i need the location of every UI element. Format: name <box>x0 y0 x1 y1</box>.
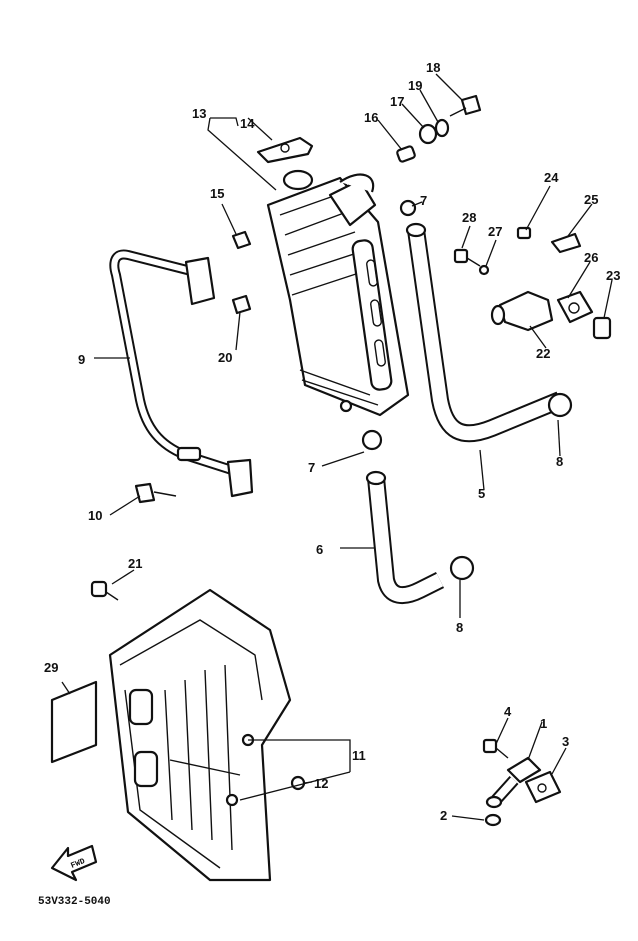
gasket-26 <box>556 290 594 324</box>
hose-6 <box>365 470 445 605</box>
screw-12 <box>290 775 306 791</box>
callout-22: 22 <box>536 346 550 361</box>
hose-5 <box>405 222 564 443</box>
radiator <box>266 169 410 417</box>
callout-10: 10 <box>88 508 102 523</box>
callout-20: 20 <box>218 350 232 365</box>
callout-1: 1 <box>540 716 547 731</box>
callout-3: 3 <box>562 734 569 749</box>
bolt-21 <box>90 580 119 601</box>
gasket-3 <box>524 770 562 804</box>
callout-27: 27 <box>488 224 502 239</box>
label-29 <box>50 680 98 764</box>
washer-19 <box>434 118 450 138</box>
radiator-guard-pipe <box>109 249 254 498</box>
callout-8-lower: 8 <box>456 620 463 635</box>
callout-15: 15 <box>210 186 224 201</box>
hose-clamp-7-upper <box>399 199 417 217</box>
callout-24: 24 <box>544 170 559 185</box>
callout-23: 23 <box>606 268 620 283</box>
callout-8-upper: 8 <box>556 454 563 469</box>
callout-11: 11 <box>352 748 366 763</box>
callout-13: 13 <box>192 106 206 121</box>
callout-4: 4 <box>504 704 512 719</box>
collar-16 <box>396 145 416 163</box>
washer-27 <box>478 264 490 276</box>
cap-bracket <box>256 136 314 164</box>
callout-26: 26 <box>584 250 598 265</box>
callout-18: 18 <box>426 60 440 75</box>
bolt-10 <box>134 482 177 504</box>
callout-14: 14 <box>240 116 255 131</box>
bolt-18 <box>449 94 482 117</box>
radiator-cover <box>108 588 292 882</box>
grommet-20 <box>231 294 252 315</box>
callout-7-lower: 7 <box>308 460 315 475</box>
hose-clamp-7-lower <box>361 429 383 451</box>
callout-labels: 13 14 15 20 9 10 16 17 19 18 7 7 5 8 6 8… <box>44 60 620 823</box>
callout-25: 25 <box>584 192 598 207</box>
callout-16: 16 <box>364 110 378 125</box>
callout-28: 28 <box>462 210 476 225</box>
fwd-arrow: FWD <box>50 844 98 882</box>
callout-19: 19 <box>408 78 422 93</box>
part-code: 53V332-5040 <box>38 896 111 908</box>
grommet-15 <box>231 230 252 250</box>
callout-5: 5 <box>478 486 485 501</box>
damper-17 <box>418 123 438 145</box>
bolt-24 <box>516 226 532 240</box>
callout-29: 29 <box>44 660 58 675</box>
bolt-28 <box>453 248 481 267</box>
plug-23 <box>592 316 612 340</box>
callout-2: 2 <box>440 808 447 823</box>
callout-7-upper: 7 <box>420 193 427 208</box>
hose-clamp-8-upper <box>547 392 573 418</box>
outlet-pipe-22 <box>490 290 554 332</box>
callout-9: 9 <box>78 352 85 367</box>
elbow-1 <box>485 756 542 809</box>
leader-lines <box>61 73 613 821</box>
callout-12: 12 <box>314 776 328 791</box>
callout-21: 21 <box>128 556 142 571</box>
bolt-4 <box>482 738 509 759</box>
bracket-25 <box>550 232 582 254</box>
o-ring-2 <box>484 813 502 827</box>
callout-6: 6 <box>316 542 323 557</box>
hose-clamp-8-lower <box>449 555 475 581</box>
callout-17: 17 <box>390 94 404 109</box>
